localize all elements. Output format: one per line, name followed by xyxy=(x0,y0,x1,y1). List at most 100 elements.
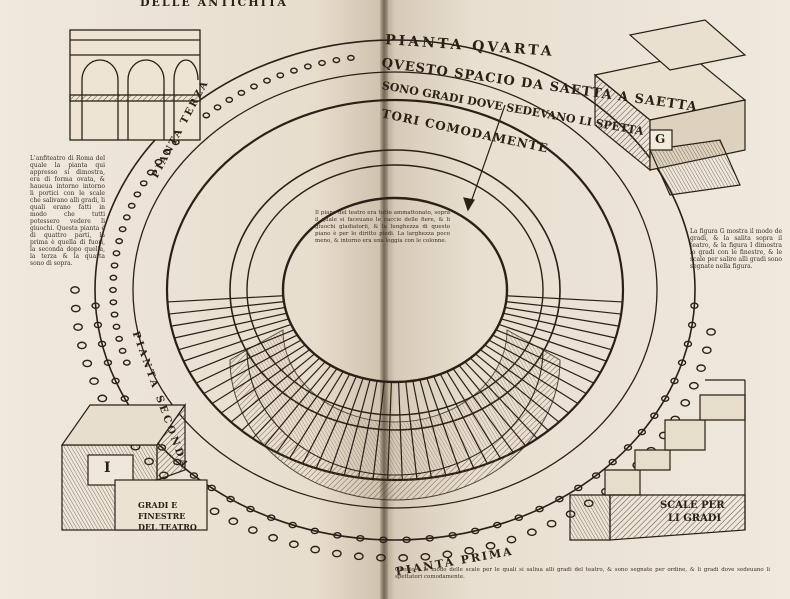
radial-wall xyxy=(446,371,502,459)
pier xyxy=(696,364,706,372)
radial-wall xyxy=(464,361,538,439)
pier xyxy=(228,517,239,526)
pier xyxy=(154,158,163,166)
pier xyxy=(574,484,583,492)
radial-wall xyxy=(405,381,418,480)
pier xyxy=(288,521,297,529)
pier xyxy=(535,505,544,513)
radial-wall xyxy=(329,377,364,473)
pier xyxy=(122,214,131,221)
radial-wall xyxy=(220,349,311,414)
pier xyxy=(303,63,312,70)
radial-wall xyxy=(230,353,315,423)
pier xyxy=(202,112,211,119)
radial-wall xyxy=(503,312,616,339)
pier xyxy=(70,304,81,313)
right-text-column: La figura G mostra il modo de gradi, & l… xyxy=(690,228,782,368)
pier xyxy=(608,458,617,466)
pier xyxy=(263,77,271,84)
pier xyxy=(225,96,234,103)
pier xyxy=(353,552,364,561)
radial-wall xyxy=(167,295,284,303)
pier xyxy=(650,412,659,420)
pier xyxy=(109,274,118,281)
pier xyxy=(701,346,712,355)
radial-wall xyxy=(372,381,385,480)
radial-wall xyxy=(458,365,527,447)
radial-wall xyxy=(252,361,326,439)
pier xyxy=(661,395,670,402)
radial-walls xyxy=(167,295,623,480)
pier xyxy=(670,377,679,385)
pier xyxy=(226,495,235,503)
radial-wall xyxy=(211,344,306,405)
pier xyxy=(706,328,716,336)
radial-wall xyxy=(174,312,287,339)
radial-wall xyxy=(506,295,623,303)
radial-wall xyxy=(357,380,378,478)
pier xyxy=(110,311,119,318)
pier xyxy=(73,323,83,331)
pier xyxy=(555,495,564,503)
radial-wall xyxy=(168,301,284,315)
pier xyxy=(514,514,523,522)
pier xyxy=(112,323,121,330)
staircase-elevation xyxy=(569,379,746,541)
pier xyxy=(207,484,216,492)
right-text-body: La figura G mostra il modo de gradi, & l… xyxy=(690,228,782,270)
pier xyxy=(268,533,278,542)
pier xyxy=(70,286,80,294)
pier xyxy=(250,83,258,90)
radial-wall xyxy=(276,368,338,453)
radial-wall xyxy=(484,344,579,405)
pier xyxy=(623,444,633,451)
center-text-block: Il piano del teatro era tutto ammattonat… xyxy=(315,210,450,340)
pier xyxy=(506,535,517,544)
inscription-arrows xyxy=(463,104,506,212)
pier xyxy=(109,286,117,294)
radial-wall xyxy=(452,368,514,453)
radial-wall xyxy=(189,329,295,373)
label-gradi-line-1: GRADI E xyxy=(138,500,178,510)
pier xyxy=(115,335,124,342)
pier xyxy=(110,262,119,269)
bottom-caption-body: Questo è lo modo delle scale per le qual… xyxy=(395,567,770,580)
label-scale-line-1: SCALE PER xyxy=(660,500,725,511)
radial-wall xyxy=(203,339,302,395)
radial-wall xyxy=(488,339,587,395)
pier xyxy=(146,169,155,176)
pier xyxy=(115,238,124,245)
pier xyxy=(331,549,342,558)
block-letter-i: I xyxy=(104,460,111,476)
pier xyxy=(637,428,647,436)
label-scale-line-2: LI GRADI xyxy=(668,513,722,524)
radial-wall xyxy=(343,379,371,476)
radial-wall xyxy=(387,381,393,480)
pier xyxy=(112,250,121,257)
radial-wall xyxy=(492,334,595,384)
pier xyxy=(127,202,136,209)
left-text-column: L'anfiteatro di Roma del quale la pianta… xyxy=(30,155,105,387)
radial-wall xyxy=(506,301,622,315)
center-text-body: Il piano del teatro era tutto ammattonat… xyxy=(315,210,450,244)
pier xyxy=(162,148,171,155)
block-i-elevation xyxy=(60,403,208,531)
radial-wall xyxy=(195,334,298,384)
pier xyxy=(346,54,355,61)
pier xyxy=(310,545,321,554)
pier xyxy=(677,359,687,366)
pier xyxy=(376,553,386,562)
pier xyxy=(526,528,537,537)
radial-wall xyxy=(426,377,461,473)
pier xyxy=(485,541,496,550)
pier xyxy=(213,104,222,111)
bottom-caption: Questo è lo modo delle scale per le qual… xyxy=(395,555,770,597)
radial-wall xyxy=(412,380,433,478)
pier xyxy=(420,552,431,561)
radial-wall xyxy=(498,323,607,362)
pier xyxy=(118,226,127,233)
pier xyxy=(591,472,601,479)
radial-wall xyxy=(397,381,403,480)
pier xyxy=(122,359,131,366)
